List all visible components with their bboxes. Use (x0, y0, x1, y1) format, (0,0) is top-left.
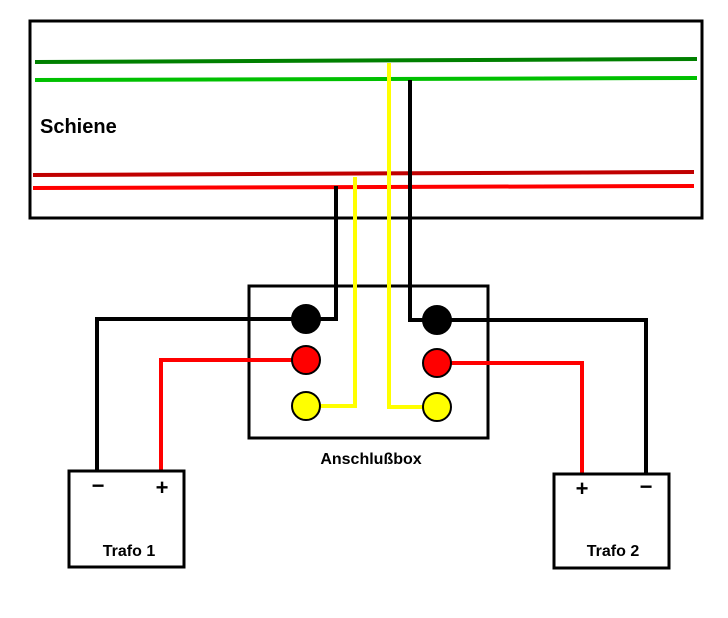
transformer-1-minus: − (92, 473, 105, 498)
terminal-red-left (291, 345, 321, 375)
transformer-2-plus: + (576, 476, 589, 501)
terminal-black-right (422, 305, 452, 335)
rail-red-dark (32, 170, 695, 177)
transformer-2-minus: − (640, 474, 653, 499)
rail-green-dark (34, 57, 698, 64)
terminal-yellow-left (291, 391, 321, 421)
wire-red-trafo2 (437, 361, 584, 474)
rail-green-light (34, 76, 698, 82)
terminal-black-left (291, 304, 321, 334)
terminal-red-right (422, 348, 452, 378)
rail-label: Schiene (40, 116, 117, 138)
junction-box-label: Anschlußbox (320, 451, 421, 468)
wire-yellow-left (306, 177, 357, 408)
rail-red-light (32, 184, 695, 190)
wire-black-trafo1 (95, 317, 306, 472)
transformer-2-box (552, 472, 671, 570)
transformer-1-box (67, 469, 186, 569)
transformer-2-label: Trafo 2 (587, 543, 640, 560)
wire-yellow-right (387, 63, 437, 409)
wire-black-trafo2 (437, 318, 648, 474)
wire-red-trafo1 (159, 358, 306, 472)
transformer-1-plus: + (156, 475, 169, 500)
terminal-yellow-right (422, 392, 452, 422)
transformer-1-label: Trafo 1 (103, 543, 156, 560)
